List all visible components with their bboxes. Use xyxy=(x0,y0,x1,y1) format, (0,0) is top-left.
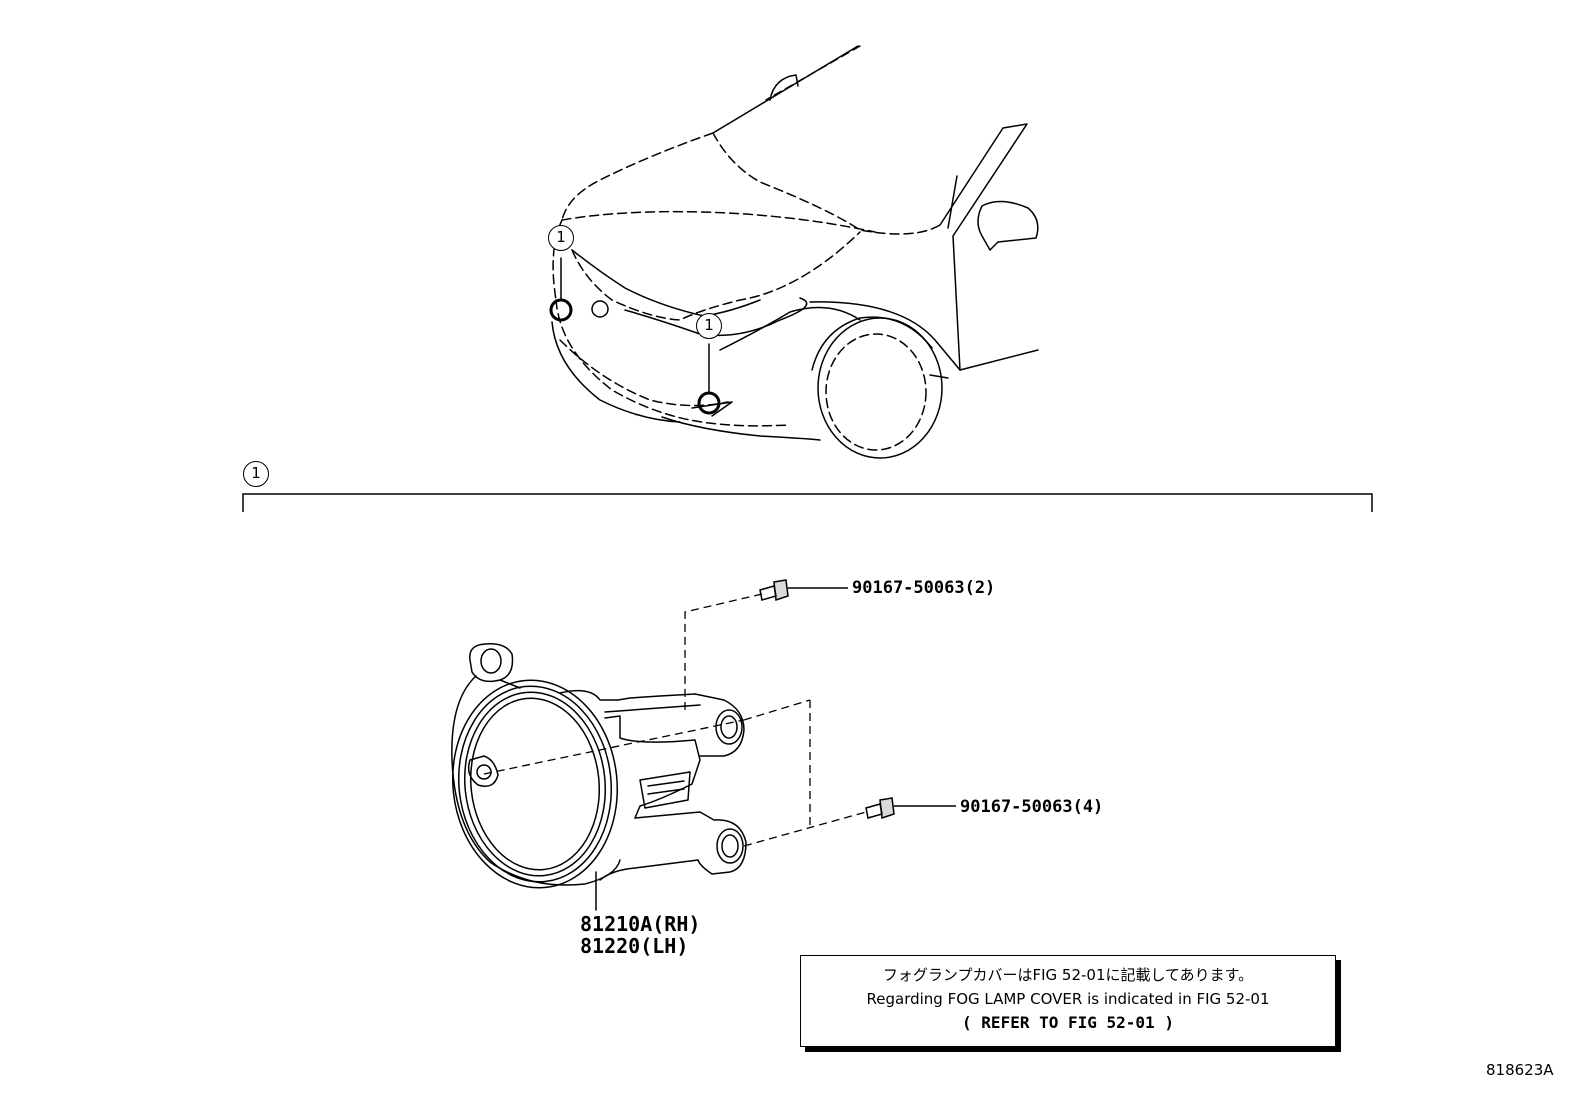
part-label-bolt-lower: 90167-50063(4) xyxy=(960,797,1104,817)
note-line-reference: ( REFER TO FIG 52-01 ) xyxy=(962,1013,1174,1032)
callout-marker-left: 1 xyxy=(548,225,574,251)
callout-marker-right: 1 xyxy=(696,313,722,339)
bolt-lower-icon xyxy=(865,797,956,820)
part-label-bolt-upper: 90167-50063(2) xyxy=(852,578,996,598)
part-label-fog-lamp-rh: 81210A(RH) xyxy=(580,912,701,936)
figure-code: 818623A xyxy=(1486,1061,1554,1079)
bolt-upper-icon xyxy=(759,579,848,602)
note-line-english: Regarding FOG LAMP COVER is indicated in… xyxy=(866,990,1270,1008)
note-line-japanese: フォグランプカバーはFIG 52-01に記載してあります。 xyxy=(882,966,1254,984)
part-label-fog-lamp-lh: 81220(LH) xyxy=(580,934,689,958)
note-box: フォグランプカバーはFIG 52-01に記載してあります。 Regarding … xyxy=(800,955,1336,1047)
section-bracket xyxy=(242,493,1373,512)
vehicle-front-view xyxy=(549,45,1039,459)
assembly-lines xyxy=(483,593,867,847)
callout-marker-section: 1 xyxy=(243,461,269,487)
fog-lamp-assembly xyxy=(451,642,747,911)
